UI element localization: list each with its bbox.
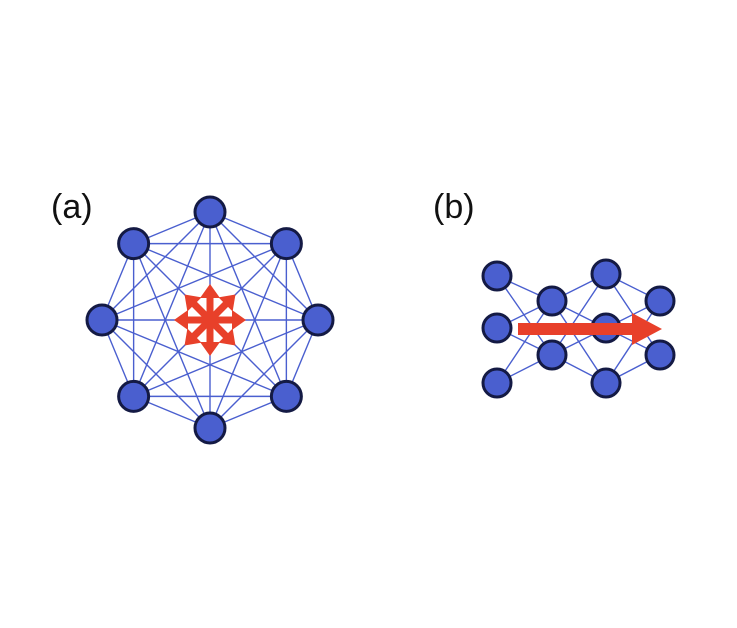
edge-a xyxy=(132,211,211,397)
node-a xyxy=(301,303,335,337)
arrow-a xyxy=(207,294,236,323)
node-a xyxy=(85,303,119,337)
node-b xyxy=(644,339,676,371)
node-b xyxy=(536,339,568,371)
arrow-a xyxy=(210,310,246,330)
edge-a xyxy=(101,242,287,321)
panel-b-label: (b) xyxy=(433,188,475,226)
node-b xyxy=(481,367,513,399)
node-a xyxy=(269,379,303,413)
panel-a-label: (a) xyxy=(51,188,93,226)
edge-a xyxy=(209,211,288,397)
panel-b-network xyxy=(481,258,676,399)
arrow-b xyxy=(518,313,662,345)
node-b xyxy=(481,260,513,292)
arrow-a xyxy=(174,310,210,330)
node-a xyxy=(117,379,151,413)
edge-b xyxy=(551,273,607,356)
edge-b xyxy=(496,275,553,356)
edge-a xyxy=(133,319,319,398)
node-a xyxy=(117,227,151,261)
edge-a xyxy=(133,242,319,321)
edge-a xyxy=(209,243,288,429)
node-b xyxy=(481,312,513,344)
node-b xyxy=(590,258,622,290)
edge-a xyxy=(101,319,211,429)
panel-a-network xyxy=(85,195,335,445)
node-a xyxy=(193,411,227,445)
node-a xyxy=(269,227,303,261)
node-a xyxy=(193,195,227,229)
edge-b xyxy=(496,300,553,384)
edge-a xyxy=(132,243,211,429)
node-b xyxy=(536,285,568,317)
edge-a xyxy=(101,319,287,398)
node-b xyxy=(590,367,622,399)
node-b xyxy=(644,285,676,317)
